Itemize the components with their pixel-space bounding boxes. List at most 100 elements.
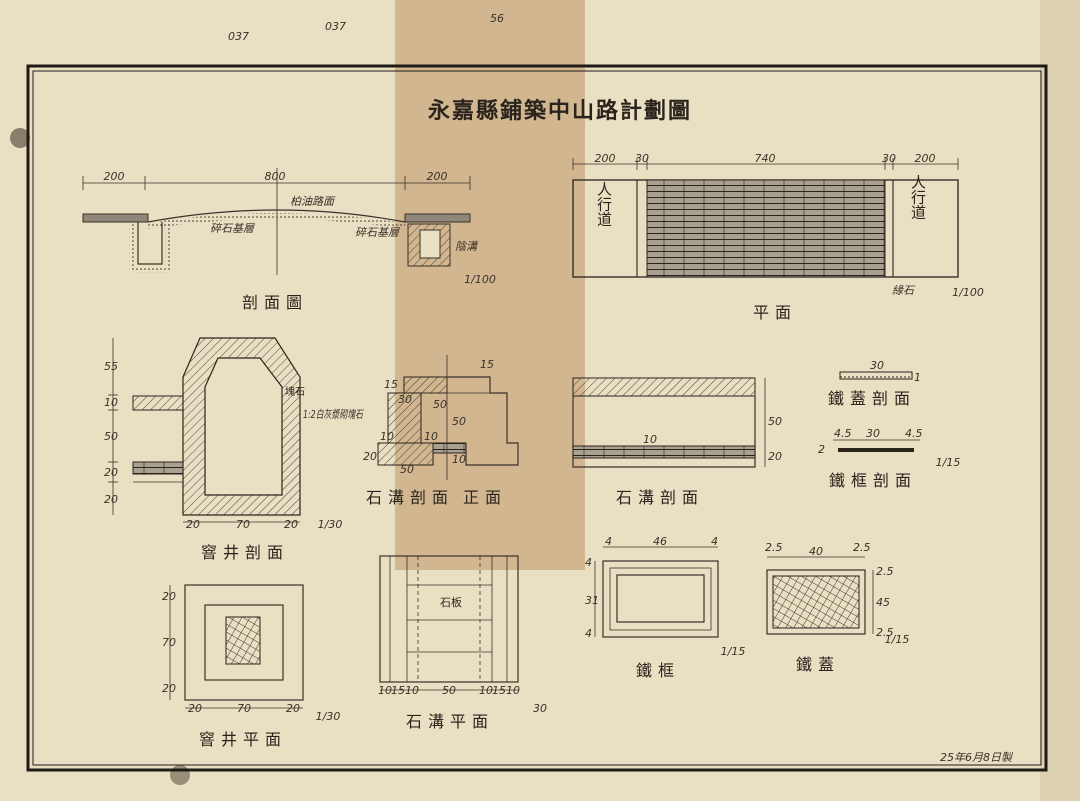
label-cross-section: 剖面圖 <box>242 293 308 312</box>
dim-gutter-30: 30 <box>398 393 412 406</box>
dim-mhp-h3: 20 <box>286 702 300 715</box>
drawing-border-inner <box>32 70 1042 766</box>
scale-frame-section: 1/15 <box>936 456 961 469</box>
dim-gutter-10c: 10 <box>452 453 466 466</box>
dim-gutter-10b: 10 <box>424 430 438 443</box>
dim-gp-3: 10 <box>405 684 419 697</box>
label-cover-section: 鐵蓋剖面 <box>828 389 916 408</box>
dim-gp-4: 50 <box>442 684 456 697</box>
label-manhole-section: 窨井剖面 <box>201 543 289 562</box>
dim-frame-right: 4.5 <box>905 427 923 440</box>
dim-sidewalk-left: 200 <box>104 170 125 183</box>
scale-manhole-plan: 1/30 <box>316 710 341 723</box>
dim-frame-left: 4.5 <box>834 427 852 440</box>
dim-gp-1: 10 <box>378 684 392 697</box>
dim-cover-bottom: 2.5 <box>876 626 894 639</box>
dim-frame-p1: 4 <box>605 535 612 548</box>
dim-mh-20b: 20 <box>104 493 118 506</box>
label-manhole-plan: 窨井平面 <box>199 730 287 749</box>
label-iron-cover: 鐵蓋 <box>796 655 840 674</box>
plan-view: 200 30 740 30 200 人行道 人行道 緣石 1/100 平面 <box>572 152 984 322</box>
tape-strip <box>395 0 585 570</box>
dim-long-20: 20 <box>768 450 782 463</box>
note-base-left: 碎石基層 <box>210 222 255 235</box>
dim-gutter-15b: 15 <box>384 378 398 391</box>
dim-gp-7: 10 <box>506 684 520 697</box>
note-surface: 柏油路面 <box>290 195 336 208</box>
label-iron-frame: 鐵框 <box>636 661 680 680</box>
dim-frame-p2: 4 <box>711 535 718 548</box>
dim-mhp-v3: 20 <box>162 682 176 695</box>
dim-frame-31: 31 <box>585 594 599 607</box>
dim-long-10: 10 <box>643 433 657 446</box>
dim-frame-46: 46 <box>653 535 667 548</box>
dim-gp-6: 15 <box>492 684 506 697</box>
dim-long-50: 50 <box>768 415 782 428</box>
dim-cover-p2: 2.5 <box>853 541 871 554</box>
stain <box>10 128 30 148</box>
dim-cover-p1: 2.5 <box>765 541 783 554</box>
dim-mhp-h2: 70 <box>237 702 251 715</box>
stain <box>170 765 190 785</box>
manhole-plan-view: 20 70 20 20 70 20 1/30 窨井平面 <box>162 584 341 749</box>
dim-gutter-50: 50 <box>433 398 447 411</box>
drawing-date: 25年6月8日製 <box>940 751 1014 764</box>
dim-gutter-base: 50 <box>400 463 414 476</box>
dim-sidewalk-right: 200 <box>427 170 448 183</box>
dim-gutter-10a: 10 <box>380 430 394 443</box>
dim-cover-30: 30 <box>870 359 884 372</box>
dim-carriageway: 800 <box>265 170 286 183</box>
iron-cover-view: 2.5 40 2.5 2.5 45 2.5 1/15 鐵蓋 <box>765 541 909 674</box>
sidewalk-left-label: 人行道 <box>595 182 613 227</box>
drawing-border <box>26 64 1048 772</box>
note-base-right: 碎石基層 <box>355 226 400 239</box>
label-gutter-long-section: 石溝剖面 <box>616 488 704 507</box>
dim-mhp-h1: 20 <box>188 702 202 715</box>
dim-cover-thick: 1 <box>914 371 921 384</box>
dim-mhp-v1: 20 <box>162 590 176 603</box>
iron-frame-view: 4 46 4 31 4 4 1/15 鐵框 <box>585 535 745 680</box>
scale-iron-cover: 1/15 <box>885 633 910 646</box>
dim-cover-40: 40 <box>809 545 823 558</box>
sidewalk-right-label: 人行道 <box>909 175 927 220</box>
label-gutter-plan: 石溝平面 <box>406 712 494 731</box>
gutter-plan-view: 石板 10 15 10 50 10 15 10 30 石溝平面 <box>378 555 547 731</box>
archive-number: 037 <box>325 20 346 33</box>
scale-iron-frame: 1/15 <box>721 645 746 658</box>
scale-gutter-plan: 30 <box>533 702 547 715</box>
dim-mh-20a: 20 <box>104 466 118 479</box>
cover-frame-sections: 30 1 鐵蓋剖面 4.5 30 4.5 2 1/15 鐵框剖面 <box>818 359 960 490</box>
dim-gutter-20: 20 <box>363 450 377 463</box>
dim-plan-curb-right: 30 <box>882 152 896 165</box>
material-label: 塊石 <box>285 385 305 398</box>
page-number: 56 <box>490 12 504 25</box>
dim-frame-thick: 2 <box>818 443 825 456</box>
dim-mh-55: 55 <box>104 360 118 373</box>
dim-frame-top: 4 <box>585 556 592 569</box>
label-gutter-section: 石溝剖面 <box>366 488 454 507</box>
dim-frame-bottom: 4 <box>585 627 592 640</box>
dim-gp-2: 15 <box>391 684 405 697</box>
archive-number-small: 037 <box>228 30 249 43</box>
manhole-section-view: 55 10 50 20 20 20 70 20 塊石 1:2白灰漿砌塊石 1/3… <box>104 337 364 562</box>
dim-gutter-15: 15 <box>480 358 494 371</box>
mortar-note: 1:2白灰漿砌塊石 <box>303 408 364 421</box>
slab-label: 石板 <box>440 595 462 609</box>
dim-gutter-50v: 50 <box>452 415 466 428</box>
dim-mh-inner: 70 <box>236 518 250 531</box>
note-drain: 陰溝 <box>455 240 479 253</box>
dim-cover-top: 2.5 <box>876 565 894 578</box>
gutter-long-section-view: 10 50 20 石溝剖面 <box>572 377 782 507</box>
dim-plan-sidewalk-left: 200 <box>595 152 616 165</box>
dim-plan-sidewalk-right: 200 <box>915 152 936 165</box>
dim-plan-paving: 740 <box>755 152 776 165</box>
dim-mh-wall-left: 20 <box>186 518 200 531</box>
label-plan: 平面 <box>753 303 797 322</box>
drawing-title: 永嘉縣鋪築中山路計劃圖 <box>428 98 692 124</box>
gutter-section-view: 15 15 30 50 50 10 10 20 50 10 石溝剖面 正面 <box>363 355 519 507</box>
curb-note: 緣石 <box>892 284 916 297</box>
dim-mh-10: 10 <box>104 396 118 409</box>
label-frame-section: 鐵框剖面 <box>829 471 917 490</box>
label-front-view: 正面 <box>463 488 507 507</box>
scale-cross-section: 1/100 <box>464 273 496 286</box>
